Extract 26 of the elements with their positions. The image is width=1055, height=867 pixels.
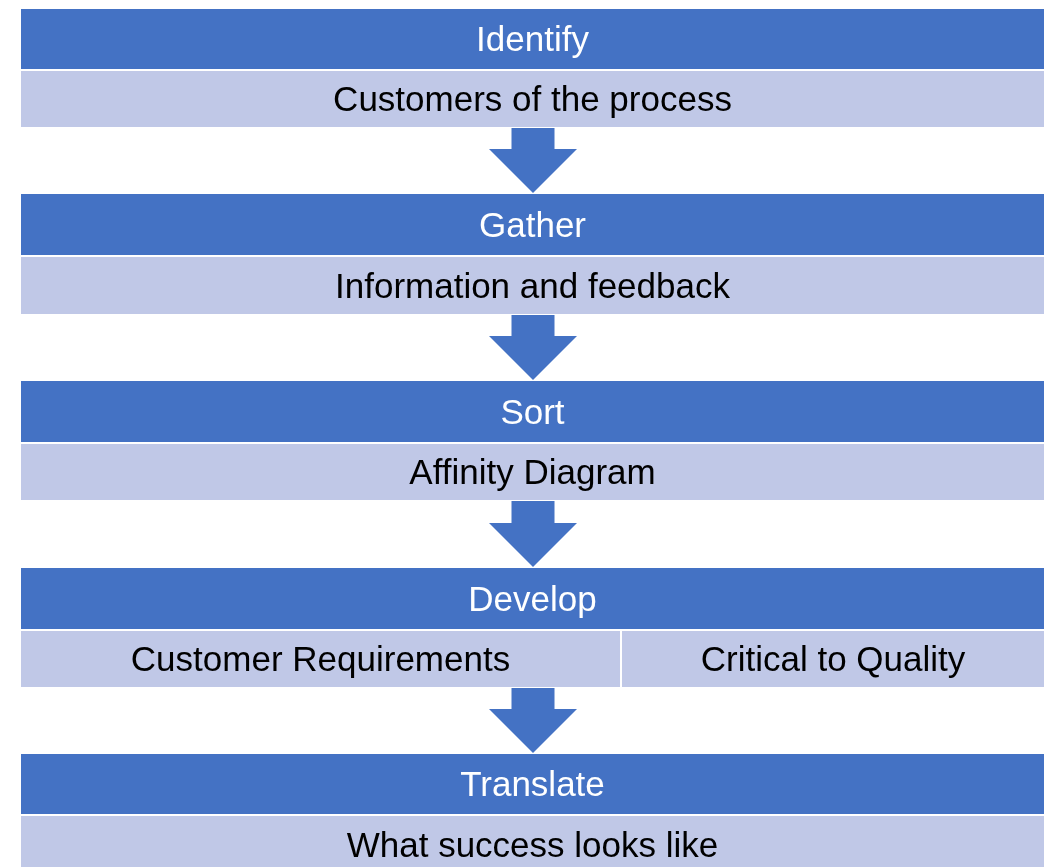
block-arrow [489,315,577,380]
step-title: Translate [460,764,605,804]
step-header-bar [20,193,1045,256]
step-header-bar [20,8,1045,70]
step-description: Critical to Quality [700,639,966,679]
step-detail-bar [20,70,1045,128]
block-arrow [489,128,577,193]
step-description: Customer Requirements [130,639,511,679]
step-detail-bar [621,630,1045,688]
step-detail-bar [20,443,1045,501]
step-description: What success looks like [346,825,719,865]
step-title: Sort [500,391,565,432]
block-arrow [489,688,577,753]
step-detail-bar [20,815,1045,867]
step-description: Customers of the process [333,79,732,119]
step-header-bar [20,567,1045,630]
step-description: Information and feedback [335,265,730,306]
step-detail-bar [20,256,1045,315]
step-header-bar [20,753,1045,815]
step-header-bar [20,380,1045,443]
step-title: Identify [476,19,589,59]
step-title: Gather [479,204,586,245]
step-detail-bar [20,630,621,688]
step-title: Develop [468,578,597,619]
step-description: Affinity Diagram [409,452,656,492]
block-arrow [489,501,577,567]
